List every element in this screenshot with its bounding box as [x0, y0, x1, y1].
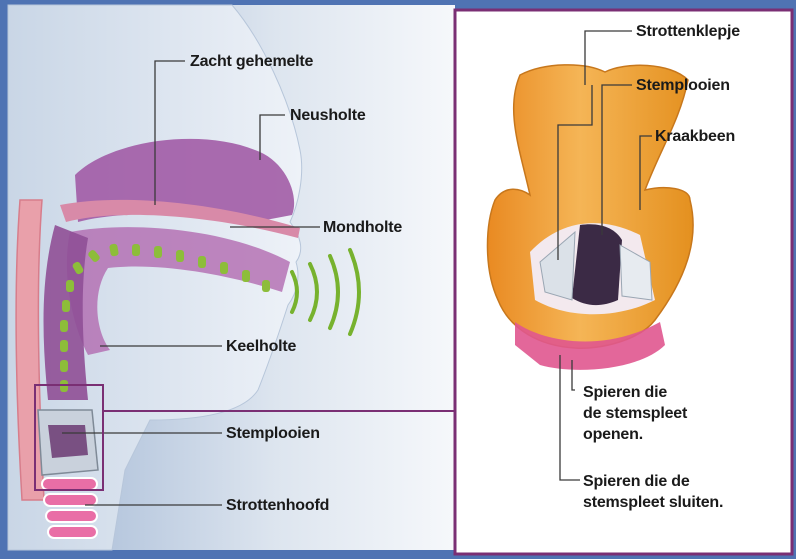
label-open-muscles: Spieren die de stemspleet openen. [583, 382, 687, 445]
label-oral-cavity: Mondholte [323, 218, 402, 237]
label-vocal-folds-head: Stemplooien [226, 424, 320, 443]
head-cross-section-illustration [8, 5, 455, 550]
label-epiglottis: Strottenklepje [636, 22, 740, 41]
label-close-muscles: Spieren die de stemspleet sluiten. [583, 471, 723, 513]
pharynx-tube [44, 225, 88, 400]
label-vocal-folds-larynx: Stemplooien [636, 76, 730, 95]
label-pharynx: Keelholte [226, 337, 296, 356]
label-cartilage: Kraakbeen [655, 127, 735, 146]
label-soft-palate: Zacht gehemelte [190, 52, 313, 71]
label-larynx: Strottenhoofd [226, 496, 329, 515]
label-nasal-cavity: Neusholte [290, 106, 366, 125]
